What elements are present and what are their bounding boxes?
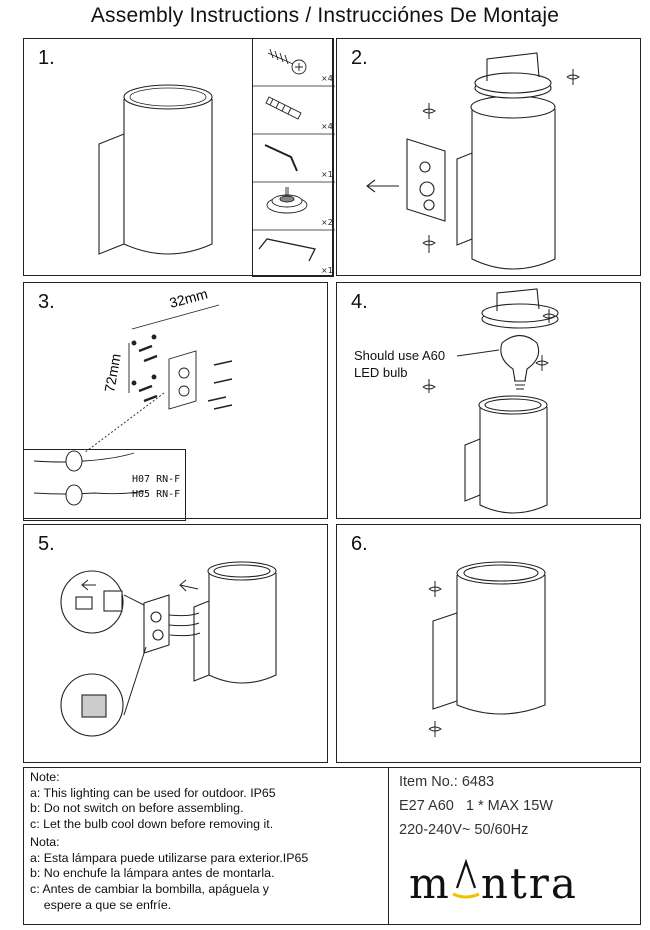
qty-label: ×1 bbox=[321, 170, 333, 179]
page-title: Assembly Instructions / Instrucciónes De… bbox=[90, 4, 560, 27]
step-number: 4. bbox=[351, 291, 368, 313]
voltage-spec: 220-240V~ 50/60Hz bbox=[399, 822, 529, 838]
brand-logo: m ntra bbox=[409, 856, 578, 908]
step-number: 1. bbox=[38, 47, 55, 69]
bulb-install-illustration bbox=[422, 288, 559, 514]
qty-label: ×4 bbox=[321, 122, 333, 131]
qty-label: ×2 bbox=[321, 218, 333, 227]
wiring-illustration bbox=[60, 561, 277, 737]
item-label: Item No.: bbox=[399, 774, 458, 790]
notes-heading: Nota: bbox=[30, 834, 60, 849]
note-item: c: Let the bulb cool down before removin… bbox=[30, 817, 274, 832]
cable-type-label: H07 RN-F bbox=[132, 474, 181, 485]
step-number: 6. bbox=[351, 533, 368, 555]
cable-detail-box bbox=[23, 449, 186, 521]
logo-accent-icon bbox=[452, 858, 480, 899]
cable-type-label: H05 RN-F bbox=[132, 489, 181, 500]
step-5-panel: 5. bbox=[23, 524, 328, 763]
cable-gland-icon bbox=[65, 450, 83, 506]
notes-heading: Note: bbox=[30, 770, 60, 784]
parts-box: ×4 ×4 ×1 ×2 ×1 bbox=[252, 38, 335, 277]
step-6-panel: 6. bbox=[336, 524, 641, 763]
screw-rotate-icon bbox=[422, 309, 556, 393]
screw-icon bbox=[267, 48, 307, 75]
step-number: 5. bbox=[38, 533, 55, 555]
height-dimension: 72mm bbox=[101, 352, 124, 393]
bulb-note: LED bulb bbox=[354, 365, 408, 380]
bulb-spec: E27 A60 1 * MAX 15W bbox=[399, 798, 553, 814]
note-item: espere a que se enfríe. bbox=[30, 897, 172, 912]
item-value: 6483 bbox=[461, 774, 495, 790]
cable-gland-icon bbox=[266, 187, 308, 214]
width-dimension: 32mm bbox=[168, 285, 210, 311]
note-item: b: Do not switch on before assembling. bbox=[30, 801, 244, 816]
notes-box: Note: a: This lighting can be used for o… bbox=[23, 767, 389, 925]
product-info-box: Item No.: 6483 E27 A60 1 * MAX 15W 220-2… bbox=[388, 767, 641, 925]
note-item: c: Antes de cambiar la bombilla, apáguel… bbox=[30, 881, 270, 896]
note-item: b: No enchufe la lámpara antes de montar… bbox=[30, 866, 275, 881]
step-4-panel: 4. Should use A60 LED bulb bbox=[336, 282, 641, 519]
step-number: 3. bbox=[38, 291, 55, 313]
note-item: a: Esta lámpara puede utilizarse para ex… bbox=[30, 850, 309, 865]
wall-mounting-illustration: 32mm 72mm bbox=[33, 285, 233, 506]
step-1-panel: 1. bbox=[23, 38, 335, 277]
assembled-lamp-illustration bbox=[428, 561, 546, 737]
screw-rotate-icon bbox=[422, 69, 580, 253]
disassembly-illustration bbox=[366, 52, 580, 270]
bulb-note: Should use A60 bbox=[354, 348, 446, 363]
qty-label: ×4 bbox=[321, 74, 333, 83]
note-item: a: This lighting can be used for outdoor… bbox=[30, 785, 276, 800]
lamp-illustration bbox=[98, 84, 213, 255]
allen-key-icon bbox=[264, 144, 298, 172]
item-number: Item No.: 6483 bbox=[399, 774, 494, 790]
screw-rotate-icon bbox=[428, 581, 442, 737]
step-3-panel: 3. 32mm 72mm H07 RN-F H05 RN-F bbox=[23, 282, 328, 521]
wall-plug-icon bbox=[265, 96, 302, 120]
wire-bracket-icon bbox=[258, 238, 316, 262]
qty-label: ×1 bbox=[321, 266, 333, 275]
step-2-panel: 2. bbox=[336, 38, 641, 276]
step-number: 2. bbox=[351, 47, 368, 69]
